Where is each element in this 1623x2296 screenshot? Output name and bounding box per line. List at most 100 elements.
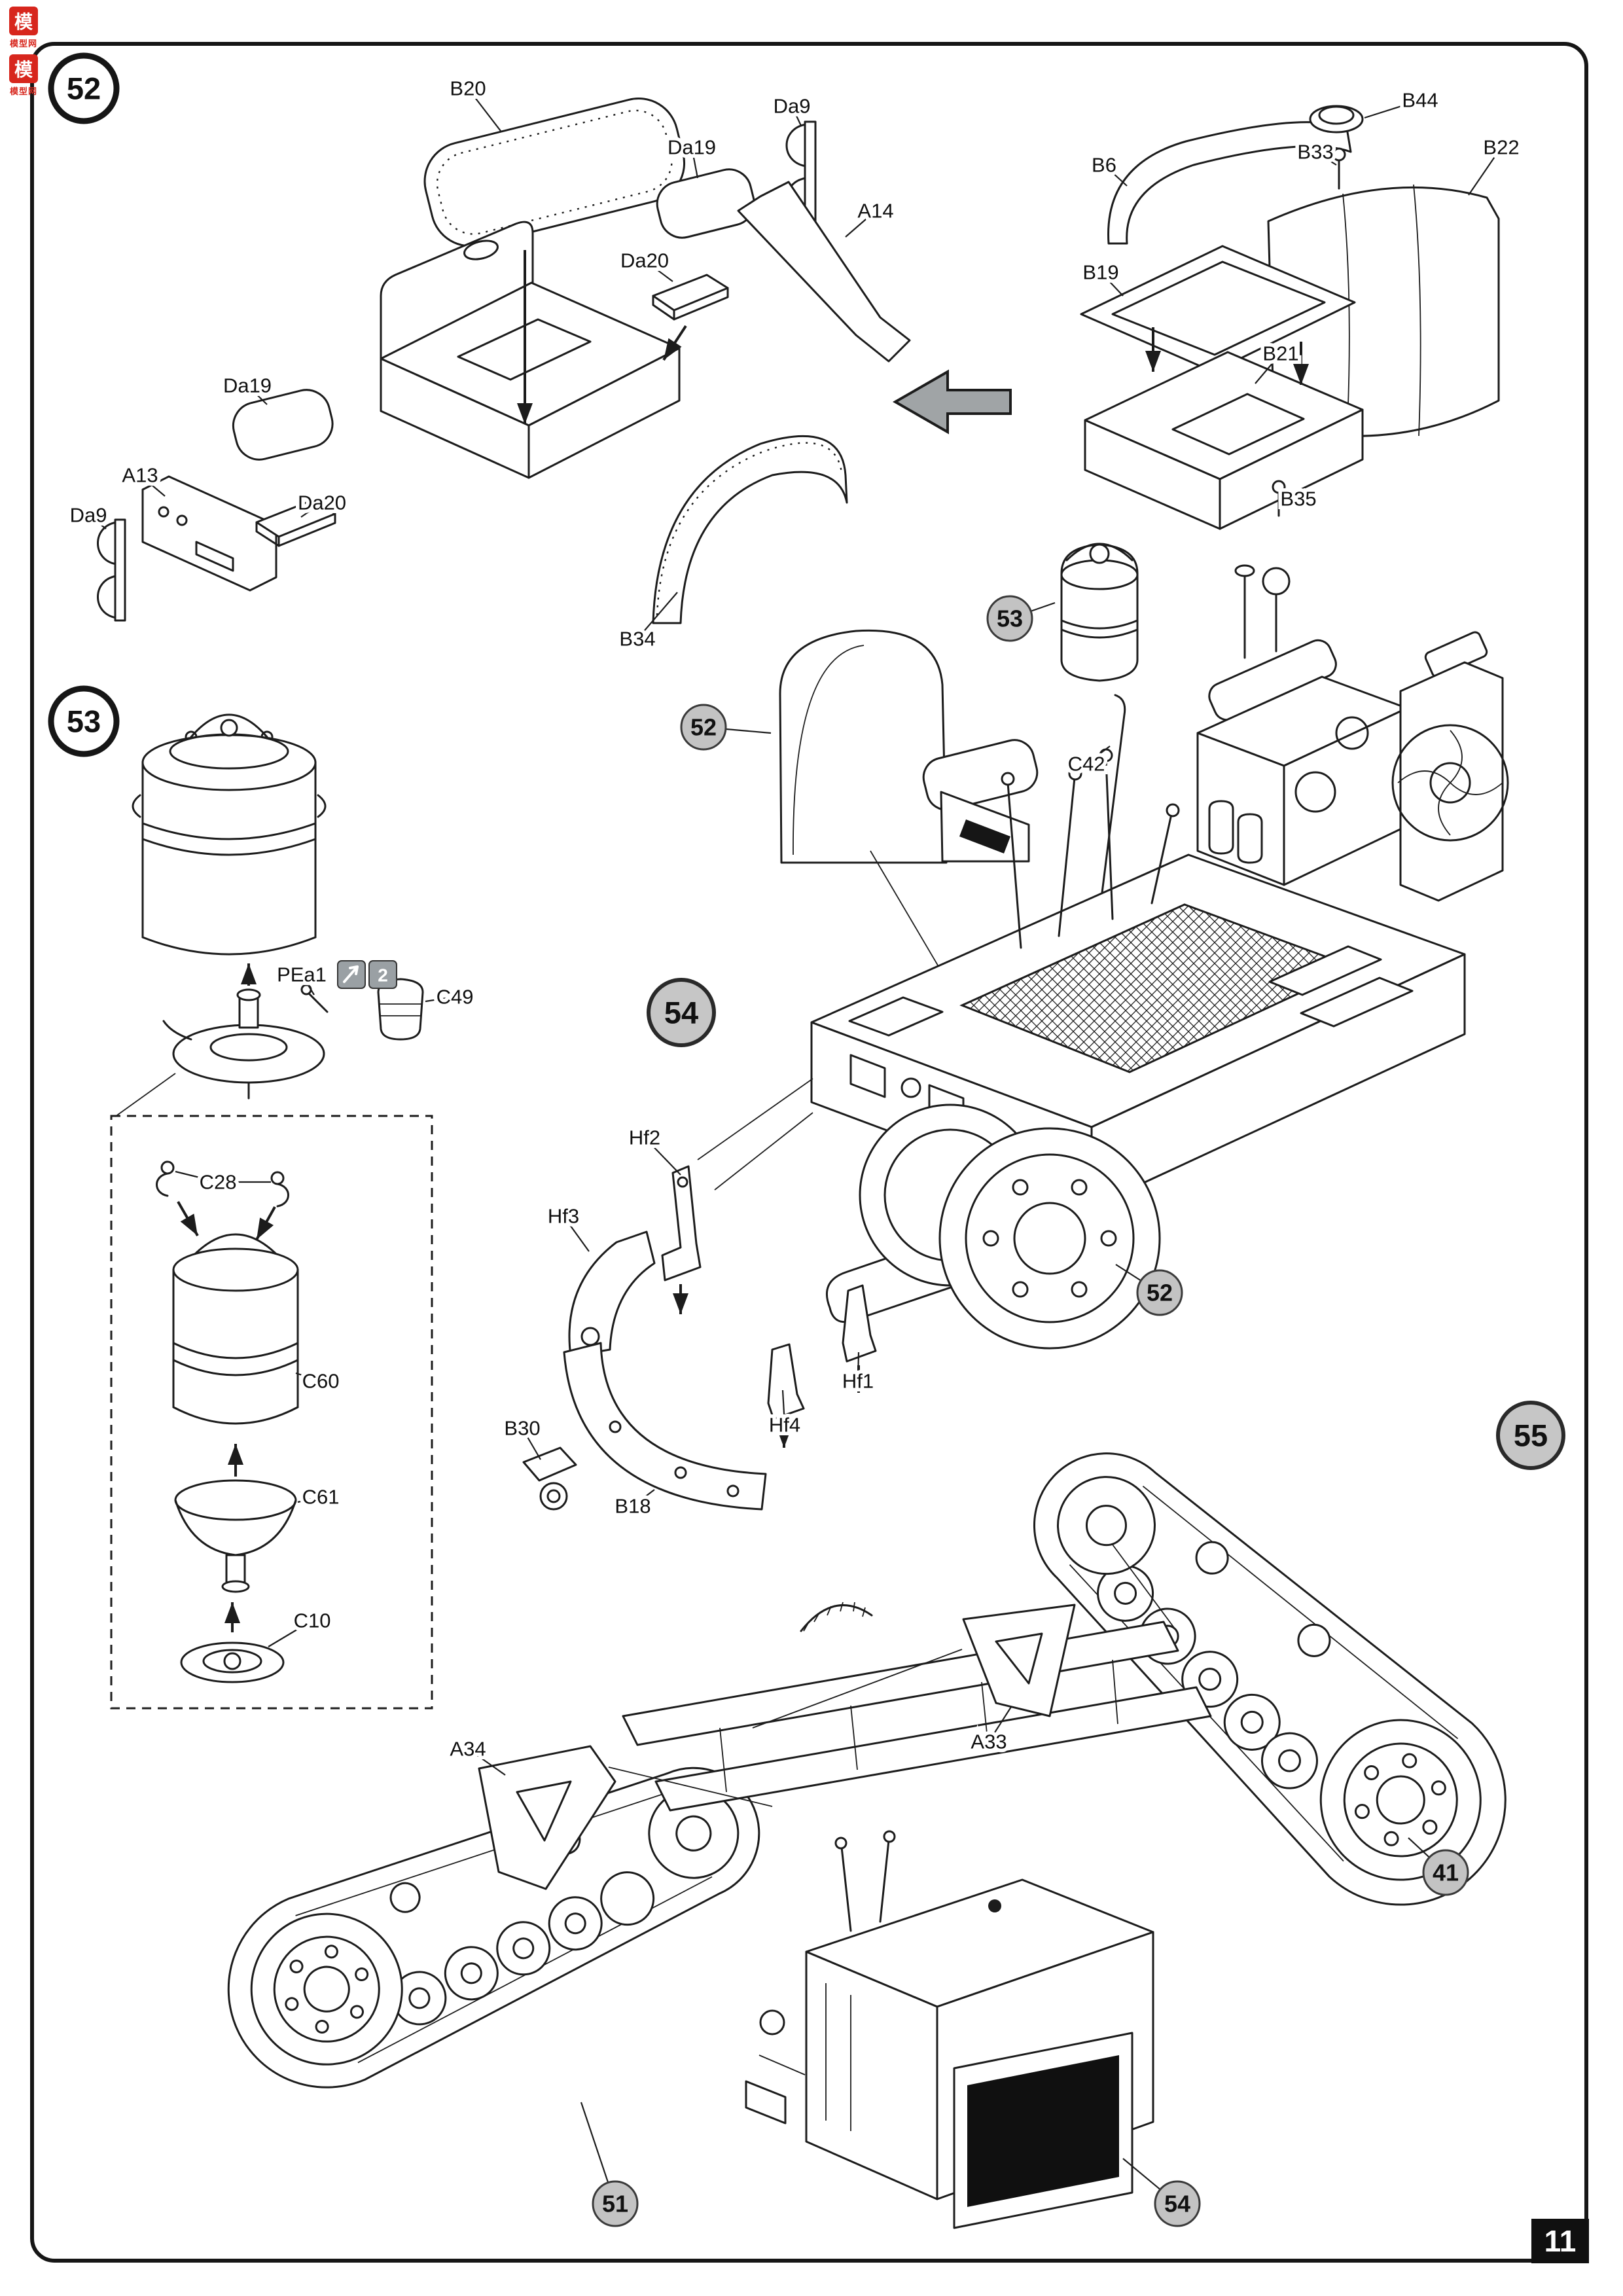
leader-line: [637, 592, 678, 639]
art-a14-bracket: [737, 181, 911, 363]
leader-line: [297, 1496, 321, 1503]
callout-54: 54: [1122, 2158, 1201, 2227]
svg-text:53: 53: [67, 704, 101, 739]
leader-line: [522, 1427, 541, 1460]
art-engine: [1196, 564, 1408, 886]
leader-line: [1284, 492, 1299, 499]
art-c60-drum: [172, 1233, 299, 1425]
part-label-C49: C49: [437, 986, 474, 1009]
watermark-logo-icon: 模: [9, 7, 38, 35]
leader-line: [632, 1489, 655, 1507]
art-drive-wheel: [938, 1127, 1161, 1350]
leader-line: [268, 1620, 313, 1647]
art-c10-base: [180, 1641, 285, 1683]
leader-line: [247, 385, 268, 405]
step-number-55: 55: [1496, 1401, 1565, 1470]
callout-52: 52: [680, 704, 772, 751]
leader-line: [425, 996, 455, 1003]
watermark-site-name: 模型网: [9, 39, 37, 48]
part-label-B44: B44: [1402, 89, 1438, 112]
part-label-B21: B21: [1262, 342, 1298, 365]
art-rear-body: [745, 1830, 1154, 2229]
art-b18-frame: [563, 1342, 767, 1511]
part-label-Da20: Da20: [298, 492, 346, 514]
art-fuel-tank-subassembly: [1060, 543, 1139, 682]
leader-line: [175, 1170, 219, 1183]
svg-text:54: 54: [664, 996, 698, 1030]
art-seat-subassembly: [779, 629, 1039, 864]
art-step54-tractor: [522, 543, 1509, 1511]
leader-line: [1103, 164, 1128, 187]
svg-text:52: 52: [67, 71, 101, 106]
part-label-B18: B18: [615, 1495, 651, 1518]
part-label-B19: B19: [1082, 261, 1118, 284]
leader-line: [467, 88, 501, 132]
art-a33-bracket: [752, 1604, 1076, 1729]
leader-line: [139, 475, 166, 497]
leader-line: [781, 1390, 786, 1426]
callout-52: 52: [1115, 1264, 1183, 1316]
part-label-B35: B35: [1280, 488, 1316, 511]
art-c61-funnel: [174, 1479, 297, 1593]
part-label-Da19: Da19: [223, 374, 272, 397]
part-label-C10: C10: [294, 1609, 331, 1632]
leader-line: [1468, 147, 1502, 196]
part-label-B20: B20: [450, 77, 486, 100]
leader-line: [300, 502, 323, 518]
step-numbers-layer: 52 53 54 55: [48, 52, 1565, 1470]
part-label-B33: B33: [1297, 141, 1333, 164]
pe-quantity: 2: [378, 965, 388, 986]
part-label-PEa1: PEa1: [277, 963, 327, 986]
art-a13-plate: [141, 475, 277, 592]
part-label-B34: B34: [619, 628, 655, 651]
leader-line: [857, 1352, 860, 1382]
part-label-B30: B30: [504, 1417, 540, 1440]
svg-text:51: 51: [602, 2191, 628, 2217]
callout-51: 51: [580, 2102, 639, 2227]
svg-text:55: 55: [1514, 1418, 1548, 1453]
svg-text:52: 52: [1147, 1280, 1173, 1306]
leader-line: [845, 210, 876, 238]
part-label-C42: C42: [1068, 753, 1105, 776]
svg-text:53: 53: [997, 605, 1023, 632]
art-step52-left-assembly: [97, 98, 911, 624]
watermark: 模 模型网 模 模型网: [9, 7, 38, 97]
svg-text:54: 54: [1164, 2191, 1190, 2217]
art-b30-clevis: [522, 1446, 577, 1511]
part-label-Hf2: Hf2: [629, 1126, 660, 1149]
leader-line: [988, 1706, 1012, 1742]
leader-line: [644, 260, 673, 282]
part-label-A14: A14: [857, 200, 893, 223]
watermark-logo-icon: 模: [9, 54, 38, 83]
leader-line: [563, 1215, 590, 1252]
watermark-row: 模 模型网: [9, 7, 38, 49]
art-step55-assembly: [227, 1452, 1507, 2229]
detail-box: [110, 1115, 433, 1710]
leader-line: [644, 1137, 681, 1175]
leader-line: [690, 147, 699, 179]
leader-line: [88, 514, 107, 529]
leader-line: [1364, 99, 1421, 119]
watermark-site-name: 模型网: [9, 86, 37, 96]
part-label-A13: A13: [122, 464, 158, 487]
art-front-brackets: [568, 1165, 877, 1448]
leader-line: [301, 974, 315, 996]
art-left-track-unit: [227, 1767, 760, 2089]
art-radiator-core: [967, 2055, 1119, 2207]
part-label-B6: B6: [1092, 154, 1116, 177]
svg-text:52: 52: [690, 714, 717, 741]
page-frame: [30, 42, 1588, 2263]
part-label-C61: C61: [302, 1486, 340, 1509]
direction-arrow-icon: [892, 369, 1012, 435]
leader-line: [1086, 745, 1111, 764]
page-number: 11: [1531, 2219, 1589, 2263]
part-label-C28: C28: [200, 1171, 237, 1194]
watermark-row: 模 模型网: [9, 54, 38, 97]
art-a34-bracket: [478, 1745, 773, 1890]
art-radiator: [1391, 631, 1509, 902]
part-label-Da9: Da9: [774, 95, 811, 118]
art-c42-rod: [1096, 694, 1126, 936]
